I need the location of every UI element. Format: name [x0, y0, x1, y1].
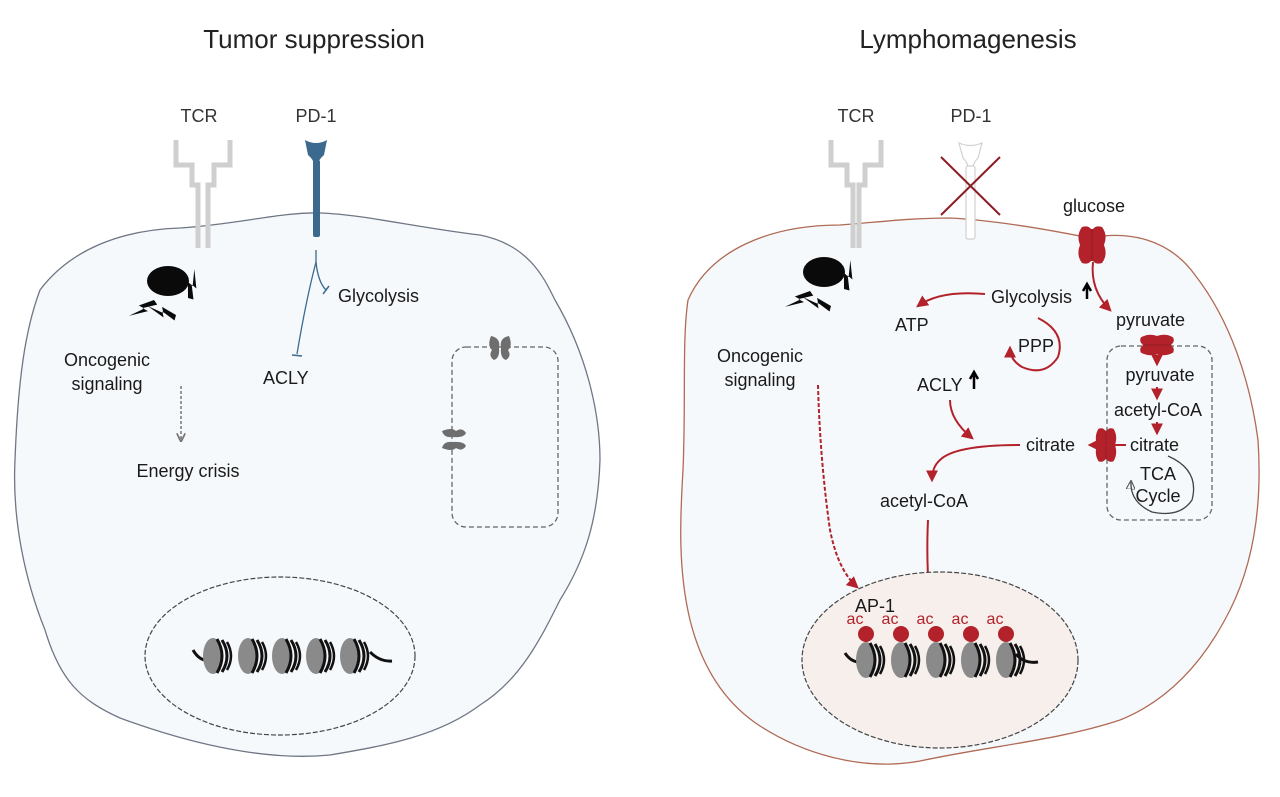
right-mitochondrion [1106, 345, 1213, 521]
left-cell-membrane [13, 212, 601, 757]
right-acly-label: ACLY [917, 375, 963, 395]
right-pd1-label: PD-1 [950, 106, 991, 126]
acetylation-marks: ac ac ac ac ac [847, 611, 1014, 642]
citrate-cytosol-label: citrate [1026, 435, 1075, 455]
acetyl-group-icon [858, 626, 874, 642]
left-oncogenic-label-2: signaling [71, 374, 142, 394]
acly-up-arrow-icon [968, 369, 980, 389]
inhibit-bar-glycolysis [322, 285, 330, 295]
pyruvate-mito-label: pyruvate [1125, 365, 1194, 385]
oncogenic-to-ap1-arrow [817, 384, 859, 589]
atp-label: ATP [895, 315, 929, 335]
pd1-inhibits-acly-line [296, 261, 317, 355]
tca-label-1: TCA [1140, 464, 1176, 484]
acetyl-group-icon [928, 626, 944, 642]
right-oncogenic-label-1: Oncogenic [717, 346, 803, 366]
left-tcr-label: TCR [181, 106, 218, 126]
ac-label: ac [952, 611, 969, 628]
pyruvate-cytosol-label: pyruvate [1116, 310, 1185, 330]
glycolysis-up-arrow-icon [1081, 281, 1093, 299]
left-pd1-label: PD-1 [295, 106, 336, 126]
right-tcr-label: TCR [838, 106, 875, 126]
acly-to-citrate-arrow [949, 399, 974, 440]
acetyl-coa-mito-label: acetyl-CoA [1114, 400, 1202, 420]
energy-crisis-label: Energy crisis [136, 461, 239, 481]
left-oncogenic-label-1: Oncogenic [64, 350, 150, 370]
glycolysis-to-atp-arrow [916, 292, 986, 308]
citrate-to-acetylcoa-arrow [926, 444, 1021, 483]
left-panel: Tumor suppression TCR PD-1 Glycolysis AC… [13, 24, 601, 757]
left-glycolysis-label: Glycolysis [338, 286, 419, 306]
mito-pyruvate-carrier-icon [1139, 334, 1175, 356]
left-tcr-receptor-icon [173, 140, 233, 248]
ac-label: ac [917, 611, 934, 628]
right-tcr-receptor-icon [828, 140, 884, 248]
left-mito-transporter-side-icon [442, 429, 466, 450]
left-oncogene-icon [128, 266, 208, 329]
right-chromatin-icon [843, 640, 1039, 680]
right-glycolysis-label: Glycolysis [991, 287, 1072, 307]
left-chromatin-icon [191, 636, 393, 676]
right-panel: Lymphomagenesis TCR PD-1 glucose Glycoly… [680, 24, 1260, 765]
left-pd1-receptor-icon [305, 140, 327, 237]
ap1-label: AP-1 [855, 596, 895, 616]
ac-label: ac [847, 611, 864, 628]
tca-label-2: Cycle [1135, 486, 1180, 506]
glucose-to-pyruvate-arrow [1091, 261, 1112, 312]
left-acly-label: ACLY [263, 368, 309, 388]
right-oncogenic-label-2: signaling [724, 370, 795, 390]
left-mito-transporter-top-icon [489, 336, 511, 360]
acetyl-group-icon [998, 626, 1014, 642]
ac-label: ac [882, 611, 899, 628]
tca-cycle-arrow [1131, 455, 1195, 515]
right-panel-title: Lymphomagenesis [859, 24, 1076, 54]
ppp-label: PPP [1018, 336, 1054, 356]
citrate-mito-label: citrate [1130, 435, 1179, 455]
ppp-cycle-arrow [1004, 317, 1061, 372]
glucose-label: glucose [1063, 196, 1125, 216]
acetyl-coa-cytosol-label: acetyl-CoA [880, 491, 968, 511]
acetyl-group-icon [893, 626, 909, 642]
pd1-deletion-x-icon [940, 156, 1001, 216]
glucose-transporter-icon [1077, 225, 1107, 265]
acetyl-group-icon [963, 626, 979, 642]
left-nucleus [144, 576, 416, 736]
inhibit-bar-acly [291, 354, 303, 357]
left-panel-title: Tumor suppression [203, 24, 425, 54]
ac-label: ac [987, 611, 1004, 628]
right-oncogene-icon [784, 257, 864, 320]
